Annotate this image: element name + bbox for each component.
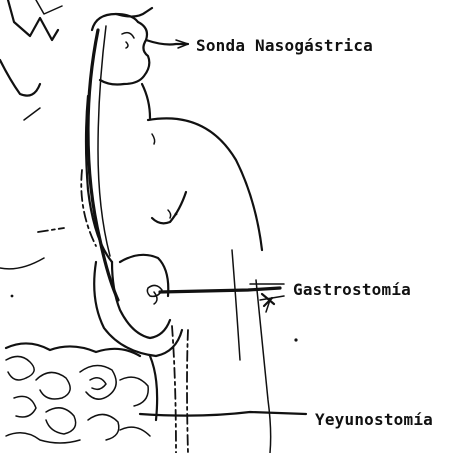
label-jejunostomy: Yeyunostomía: [315, 410, 433, 429]
nasogastric-tube-path: [88, 26, 188, 300]
gastrostomy-tube: [160, 284, 284, 312]
spine-outline: [0, 96, 112, 269]
label-gastrostomy: Gastrostomía: [293, 280, 411, 299]
background-head-outline: [0, 0, 62, 120]
neck-and-shoulder: [142, 84, 262, 250]
intestines: [6, 343, 150, 443]
label-nasogastric-tube: Sonda Nasogástrica: [196, 36, 373, 55]
stray-marks: [11, 213, 298, 342]
jejunostomy-tube: [140, 250, 306, 453]
